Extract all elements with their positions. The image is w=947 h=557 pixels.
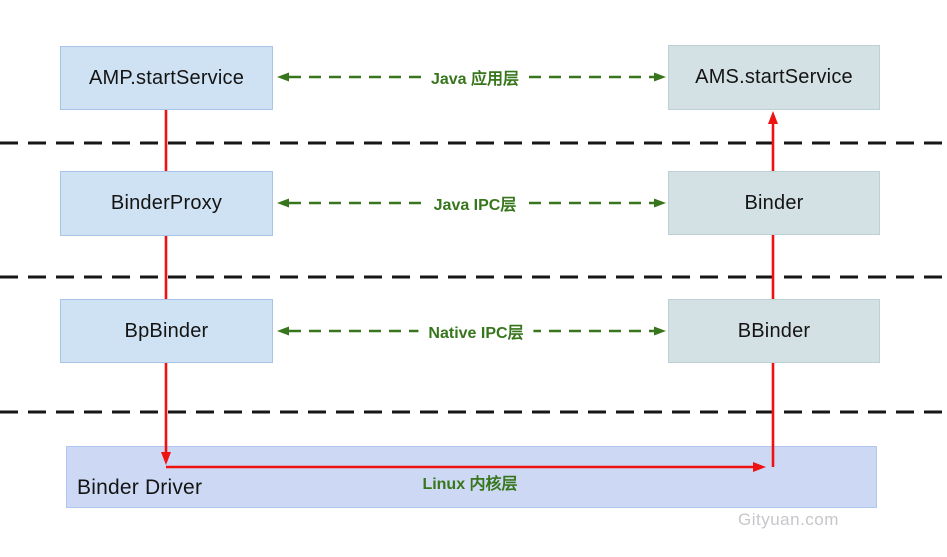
layer-label-java-app: Java 应用层	[420, 65, 530, 89]
node-binder-driver-label: Binder Driver	[77, 476, 203, 499]
node-binderproxy-label: BinderProxy	[110, 192, 223, 214]
node-binder-label: Binder	[744, 191, 804, 214]
node-amp-startservice-label: AMP.startService	[88, 66, 245, 89]
layer-label-java-ipc: Java IPC层	[423, 191, 527, 215]
node-bbinder-label: BBinder	[737, 319, 811, 342]
node-ams-startservice-label: AMS.startService	[695, 66, 853, 88]
node-ams-startservice: AMS.startService	[668, 45, 880, 110]
node-bbinder: BBinder	[668, 299, 880, 363]
node-binder: Binder	[668, 171, 880, 235]
layer-label-linux-kernel: Linux 内核层	[422, 476, 518, 493]
node-amp-startservice: AMP.startService	[60, 46, 273, 110]
node-binder-driver: Binder Driver	[66, 446, 877, 508]
node-binderproxy: BinderProxy	[60, 171, 273, 236]
node-bpbinder-label: BpBinder	[124, 319, 209, 342]
watermark-text: Gityuan.com	[738, 510, 839, 529]
node-bpbinder: BpBinder	[60, 299, 273, 363]
layer-label-native-ipc: Native IPC层	[418, 319, 534, 343]
